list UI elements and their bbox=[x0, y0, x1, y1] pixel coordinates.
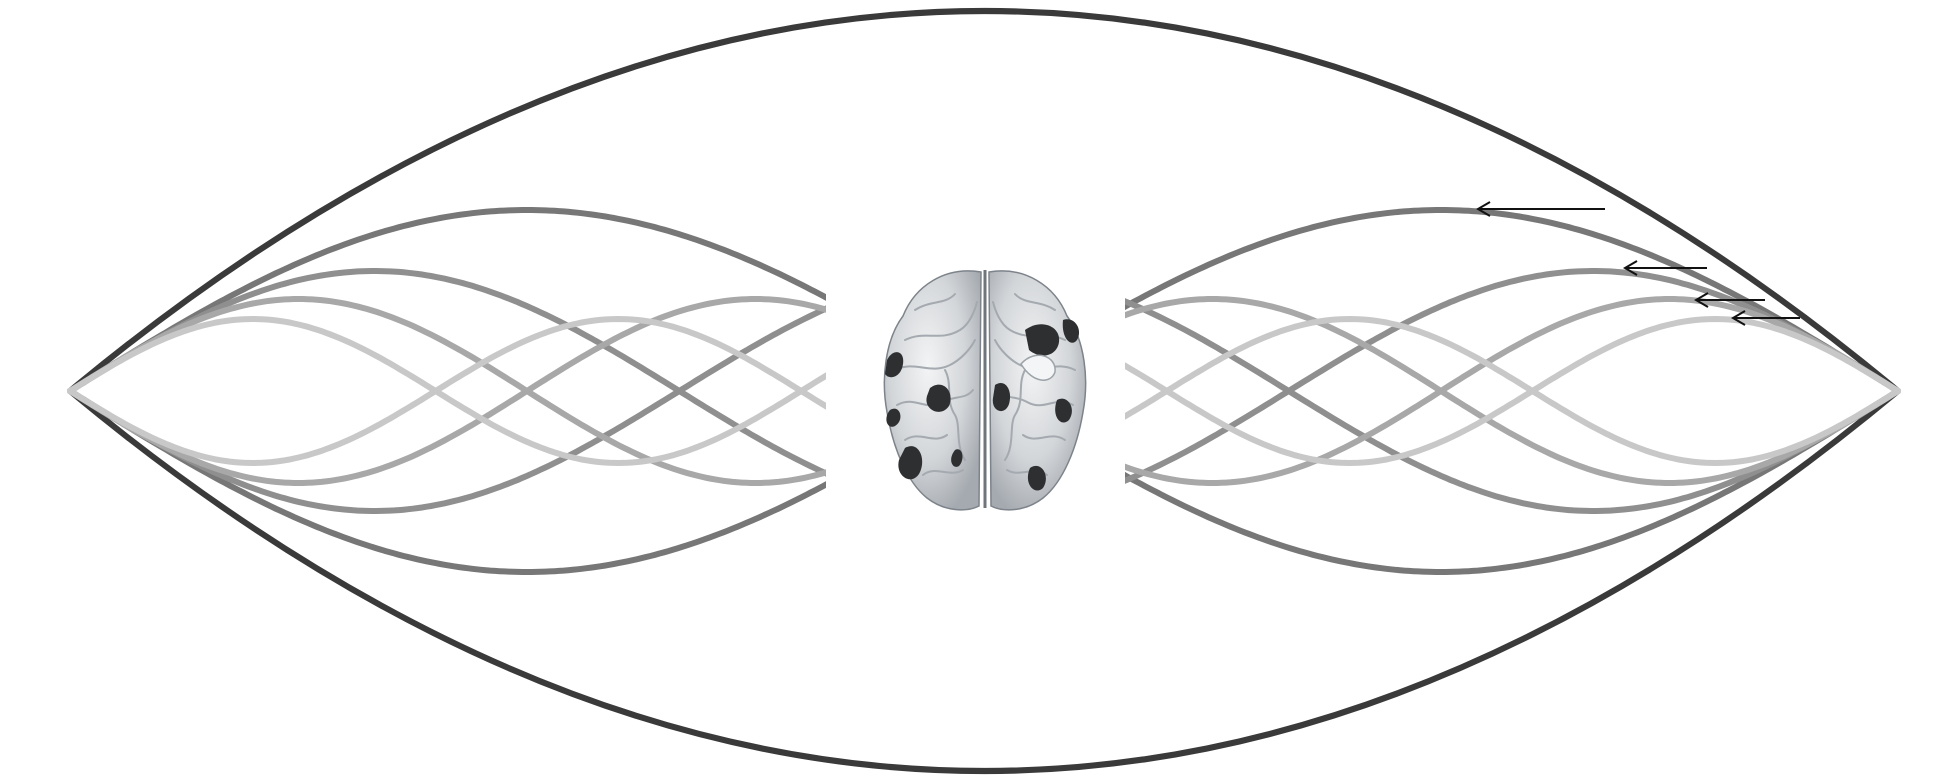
right-mode4-lower-curve bbox=[1125, 296, 1901, 486]
left-mode3-lower-curve bbox=[67, 305, 826, 514]
right-mode3-lower-curve bbox=[1125, 298, 1901, 514]
left-mode5-lower-curve bbox=[67, 315, 826, 467]
fundamental-mode bbox=[67, 8, 1901, 774]
left-mode2-upper-curve bbox=[67, 207, 826, 394]
right-mode5-upper-curve bbox=[1125, 315, 1901, 467]
arrow-left-icon bbox=[1694, 292, 1765, 308]
fundamental-mode-upper-curve bbox=[67, 8, 1901, 394]
right-mode5-lower-curve bbox=[1125, 315, 1901, 467]
left-mode3-upper-curve bbox=[67, 268, 826, 477]
left-wave-group bbox=[67, 207, 826, 575]
right-mode3-upper-curve bbox=[1125, 268, 1901, 484]
brain-icon bbox=[883, 270, 1087, 511]
right-mode2-upper-curve bbox=[1125, 388, 1901, 575]
arrow-left-icon bbox=[1731, 310, 1800, 326]
left-mode5-upper-curve bbox=[67, 315, 826, 467]
left-mode4-upper-curve bbox=[67, 296, 826, 486]
activation-spots bbox=[885, 319, 1080, 491]
right-mode4-upper-curve bbox=[1125, 296, 1901, 486]
arrow-left-icon bbox=[1623, 260, 1707, 276]
arrow-left-icon bbox=[1476, 201, 1605, 217]
arrow-group bbox=[1476, 201, 1800, 326]
fundamental-mode-lower-curve bbox=[67, 388, 1901, 774]
right-mode2-lower-curve bbox=[1125, 207, 1901, 394]
right-wave-group bbox=[1125, 207, 1901, 575]
left-mode4-lower-curve bbox=[67, 296, 826, 486]
left-mode2-lower-curve bbox=[67, 388, 826, 575]
highlight-patch bbox=[1020, 354, 1056, 381]
